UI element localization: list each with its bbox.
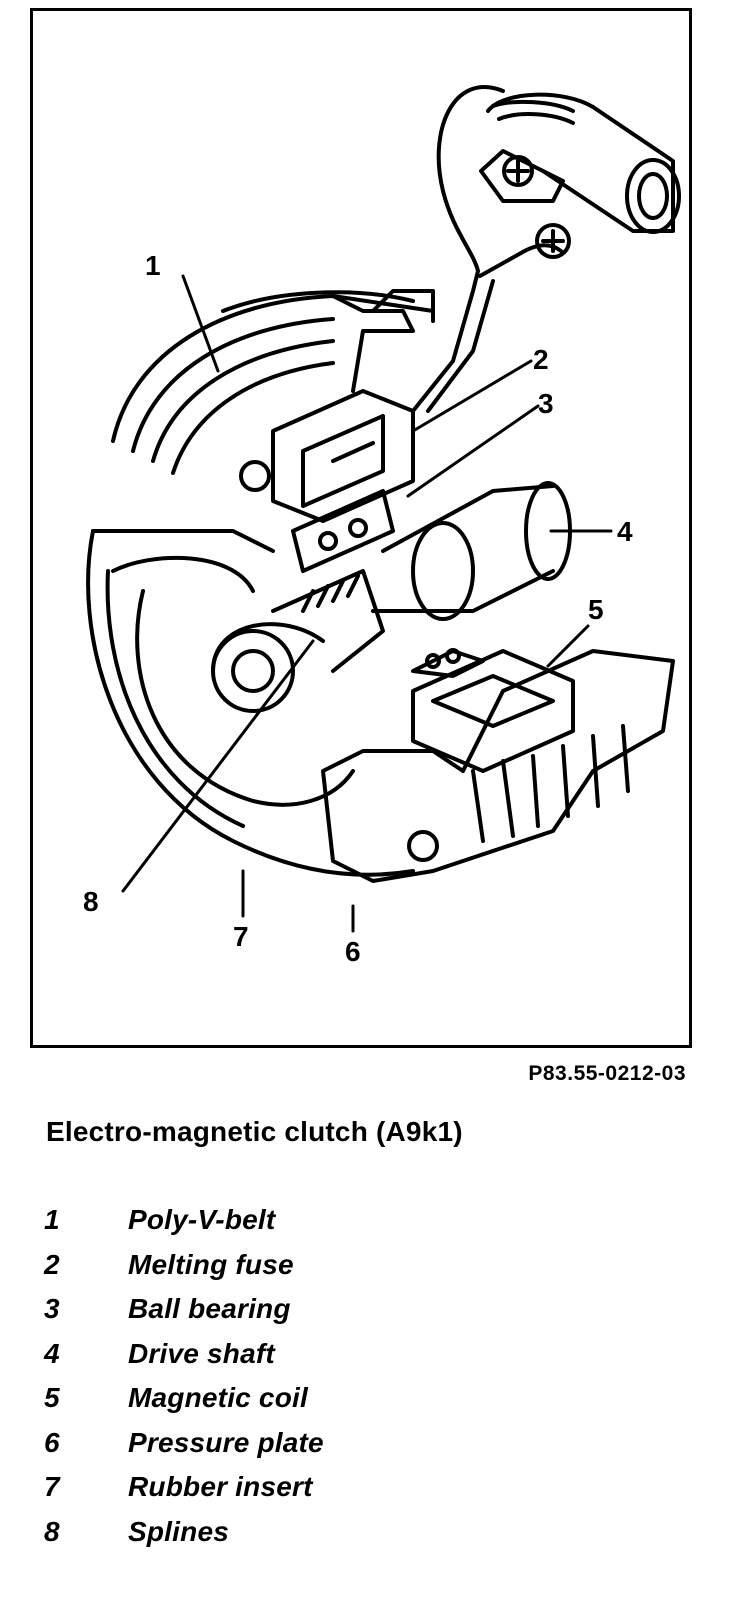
callout-3: 3 [538, 388, 554, 419]
legend-item: 1 Poly-V-belt [40, 1198, 324, 1243]
figure-caption: Electro-magnetic clutch (A9k1) [46, 1116, 463, 1147]
legend-item: 2 Melting fuse [40, 1243, 324, 1288]
drive-shaft [371, 481, 572, 621]
legend-number: 2 [44, 1248, 60, 1280]
legend-number: 7 [44, 1471, 60, 1503]
legend-item: 6 Pressure plate [40, 1421, 324, 1466]
legend-label: Rubber insert [128, 1471, 313, 1503]
legend-label: Pressure plate [128, 1426, 324, 1458]
callout-4: 4 [617, 516, 633, 547]
legend-number: 6 [44, 1426, 60, 1458]
legend-label: Ball bearing [128, 1293, 291, 1325]
legend-item: 4 Drive shaft [40, 1332, 324, 1377]
callout-leaders [121, 274, 613, 933]
legend-label: Melting fuse [128, 1248, 294, 1280]
legend-list: 1 Poly-V-belt 2 Melting fuse 3 Ball bearing… [40, 1198, 324, 1554]
figure-id: P83.55-0212-03 [528, 1062, 686, 1085]
legend-number: 5 [44, 1382, 60, 1414]
legend-label: Drive shaft [128, 1337, 275, 1369]
legend-label: Splines [128, 1515, 229, 1547]
legend-number: 3 [44, 1293, 60, 1325]
legend-item: 3 Ball bearing [40, 1287, 324, 1332]
legend-label: Magnetic coil [128, 1382, 308, 1414]
clutch-illustration: 1 2 3 4 5 6 7 8 [83, 85, 681, 967]
legend-item: 7 Rubber insert [40, 1465, 324, 1510]
legend-item: 5 Magnetic coil [40, 1376, 324, 1421]
hub-splines [211, 569, 385, 713]
legend-label: Poly-V-belt [128, 1204, 276, 1236]
callout-1: 1 [145, 250, 161, 281]
callout-7: 7 [233, 921, 249, 952]
legend-number: 4 [44, 1337, 60, 1369]
diagram-frame: 1 2 3 4 5 6 7 8 [30, 8, 692, 1048]
callout-8: 8 [83, 886, 99, 917]
pulley-outer [86, 529, 415, 877]
pressure-plate [321, 648, 675, 883]
pulley-upper [111, 289, 435, 475]
sensor-cylinder [479, 92, 681, 234]
sensor-wire [411, 85, 571, 413]
legend-number: 1 [44, 1204, 60, 1236]
legend-item: 8 Splines [40, 1510, 324, 1555]
callout-5: 5 [588, 594, 604, 625]
fuse-block [239, 389, 415, 573]
callout-6: 6 [345, 936, 361, 967]
callout-2: 2 [533, 344, 549, 375]
legend-number: 8 [44, 1515, 60, 1547]
